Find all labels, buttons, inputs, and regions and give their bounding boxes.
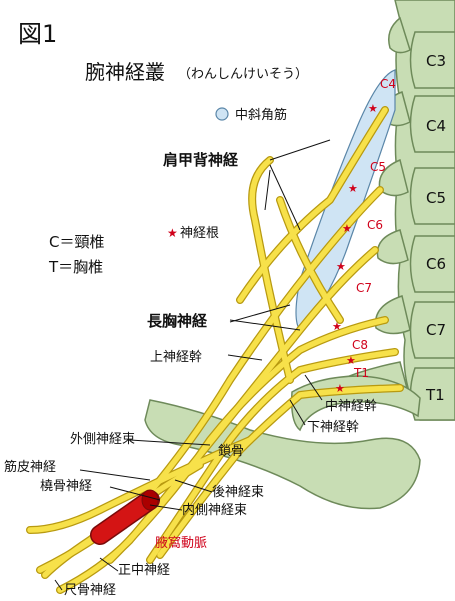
root-label-c7: C7 bbox=[356, 281, 372, 295]
vertebra-c3-body bbox=[409, 31, 455, 89]
vertebra-label-c6: C6 bbox=[426, 255, 446, 273]
label-axillary-artery: 腋窩動脈 bbox=[155, 535, 207, 551]
vertebra-c7-body bbox=[409, 301, 455, 359]
label-lateral-cord: 外側神経束 bbox=[70, 432, 135, 447]
figure-label: 図1 bbox=[18, 20, 57, 48]
root-marker-star: ★ bbox=[332, 320, 342, 333]
label-clavicle: 鎖骨 bbox=[218, 443, 244, 459]
vertebra-label-c5: C5 bbox=[426, 189, 446, 207]
label-dorsal-scapular: 肩甲背神経 bbox=[163, 151, 239, 169]
label-radial: 橈骨神経 bbox=[40, 479, 92, 494]
label-musculocutaneous: 筋皮神経 bbox=[4, 459, 56, 475]
diagram-title: 腕神経叢 bbox=[85, 60, 165, 84]
leader-lines bbox=[54, 139, 331, 591]
muscle-swatch-icon bbox=[215, 107, 229, 121]
root-label-c8: C8 bbox=[352, 338, 368, 352]
vertebra-c4-body bbox=[409, 95, 455, 153]
vertebra-c5-body bbox=[409, 167, 455, 225]
label-middle-trunk: 中神経幹 bbox=[325, 398, 377, 414]
long-thoracic-nerve bbox=[277, 197, 343, 323]
legend-root-mark: 神経根 bbox=[180, 226, 219, 241]
middle-scalene-muscle bbox=[295, 69, 396, 331]
legend-muscle: 中斜角筋 bbox=[235, 107, 287, 123]
t1-root-nerve bbox=[157, 385, 403, 558]
label-ulnar: 尺骨神経 bbox=[64, 583, 116, 598]
label-upper-trunk: 上神経幹 bbox=[150, 349, 202, 365]
root-marker-star: ★ bbox=[336, 260, 346, 273]
root-marker-star: ★ bbox=[346, 354, 356, 367]
label-medial-cord: 内側神経束 bbox=[182, 502, 247, 518]
nerve-bundle bbox=[26, 106, 404, 594]
root-label-c6: C6 bbox=[367, 218, 383, 232]
legend-c-def: C＝頸椎 bbox=[49, 233, 104, 251]
title-reading: （わんしんけいそう） bbox=[178, 67, 308, 82]
legend-t-def: T＝胸椎 bbox=[48, 258, 103, 276]
root-marker-star: ★ bbox=[335, 382, 345, 395]
root-label-t1: T1 bbox=[353, 366, 369, 380]
musculocutaneous-nerve bbox=[27, 437, 253, 533]
vertebra-label-t1: T1 bbox=[425, 386, 445, 404]
root-marker-star: ★ bbox=[342, 222, 352, 235]
legend-star-icon: ★ bbox=[167, 226, 178, 240]
vertebra-label-c4: C4 bbox=[426, 117, 446, 135]
dorsal-scapular-nerve bbox=[249, 157, 293, 383]
root-marker-star: ★ bbox=[368, 102, 378, 115]
label-lower-trunk: 下神経幹 bbox=[307, 419, 359, 435]
label-posterior-cord: 後神経束 bbox=[212, 485, 264, 500]
clavicle-bone bbox=[144, 399, 421, 510]
root-label-c4: C4 bbox=[380, 77, 396, 91]
axillary-artery bbox=[90, 489, 160, 545]
vertebra-label-c3: C3 bbox=[426, 52, 446, 70]
vertebra-c6-body bbox=[409, 235, 455, 293]
root-markers: ★ ★ ★ ★ ★ ★ ★ bbox=[332, 102, 378, 395]
vertebra-label-c7: C7 bbox=[426, 321, 446, 339]
root-marker-star: ★ bbox=[348, 182, 358, 195]
label-long-thoracic: 長胸神経 bbox=[147, 312, 208, 330]
c8-root-nerve bbox=[147, 349, 398, 563]
label-median: 正中神経 bbox=[118, 563, 170, 578]
root-label-c5: C5 bbox=[370, 160, 386, 174]
